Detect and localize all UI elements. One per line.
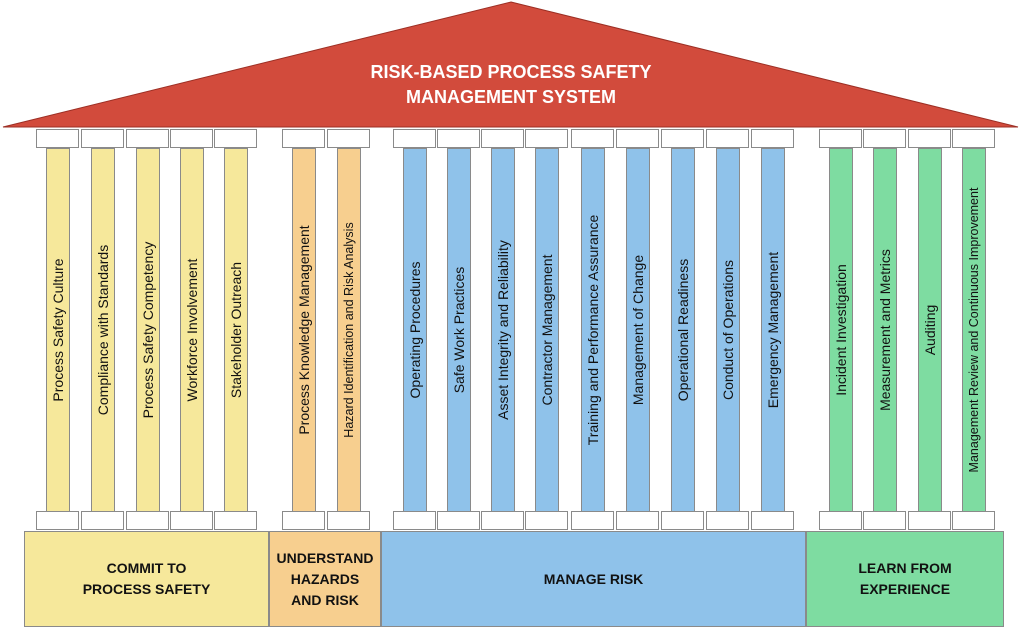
pillar-capital — [952, 129, 995, 148]
pillar-capital — [282, 129, 325, 148]
pillar-label: Auditing — [921, 304, 938, 356]
pillar-label: Management of Change — [629, 254, 646, 406]
pillar-manage-2: Safe Work Practices — [446, 148, 471, 512]
pillar-capital — [525, 129, 568, 148]
pillar-plinth — [170, 511, 213, 530]
pillar-plinth — [437, 511, 480, 530]
pillar-label: Training and Performance Assurance — [584, 214, 601, 446]
pillar-manage-6: Management of Change — [625, 148, 650, 512]
pillar-capital — [751, 129, 794, 148]
pillar-commit-3: Process Safety Competency — [135, 148, 160, 512]
pillar-capital — [481, 129, 524, 148]
pillar-capital — [616, 129, 659, 148]
pillar-plinth — [36, 511, 79, 530]
pillar-learn-2: Measurement and Metrics — [872, 148, 897, 512]
pillar-capital — [661, 129, 704, 148]
pillar-label: Hazard Identification and Risk Analysis — [341, 222, 356, 438]
roof — [2, 1, 1019, 128]
pillar-commit-1: Process Safety Culture — [45, 148, 70, 512]
pillar-label: Asset Integrity and Reliability — [494, 240, 511, 420]
pillar-label: Process Knowledge Management — [295, 225, 312, 435]
pillar-plinth — [571, 511, 614, 530]
pillar-capital — [126, 129, 169, 148]
pillar-label: Measurement and Metrics — [876, 249, 893, 411]
pillar-capital — [706, 129, 749, 148]
pillar-capital — [863, 129, 906, 148]
pillar-manage-4: Contractor Management — [534, 148, 559, 512]
pillar-plinth — [661, 511, 704, 530]
system-title-line-2: MANAGEMENT SYSTEM — [405, 87, 616, 107]
pillar-manage-9: Emergency Management — [760, 148, 785, 512]
pillar-capital — [571, 129, 614, 148]
pillar-manage-1: Operating Procedures — [402, 148, 427, 512]
pillar-manage-7: Operational Readiness — [670, 148, 695, 512]
pillar-plinth — [81, 511, 124, 530]
pillar-label: Operational Readiness — [674, 258, 691, 402]
pillar-plinth — [525, 511, 568, 530]
pillar-label: Compliance with Standards — [94, 244, 111, 416]
pillar-label: Operating Procedures — [406, 261, 423, 399]
pillar-label: Process Safety Competency — [139, 241, 156, 419]
pillar-label: Contractor Management — [538, 254, 555, 406]
pillar-learn-4: Management Review and Continuous Improve… — [961, 148, 986, 512]
pillar-label: Conduct of Operations — [719, 259, 736, 401]
system-title-line-1: RISK-BASED PROCESS SAFETY — [370, 62, 652, 82]
pillar-label: Incident Investigation — [832, 264, 849, 396]
system-title: RISK-BASED PROCESS SAFETY MANAGEMENT SYS… — [311, 60, 711, 110]
pillar-learn-1: Incident Investigation — [828, 148, 853, 512]
pillar-plinth — [393, 511, 436, 530]
pillar-plinth — [616, 511, 659, 530]
pillar-label: Safe Work Practices — [450, 266, 467, 394]
foundation-manage: MANAGE RISK — [381, 531, 806, 627]
pillar-manage-3: Asset Integrity and Reliability — [490, 148, 515, 512]
pillar-learn-3: Auditing — [917, 148, 942, 512]
pillar-plinth — [214, 511, 257, 530]
pillar-plinth — [863, 511, 906, 530]
pillar-plinth — [327, 511, 370, 530]
pillar-capital — [908, 129, 951, 148]
pillar-plinth — [908, 511, 951, 530]
pillar-plinth — [282, 511, 325, 530]
pillar-capital — [214, 129, 257, 148]
pillar-commit-4: Workforce Involvement — [179, 148, 204, 512]
pillar-label: Management Review and Continuous Improve… — [966, 187, 981, 473]
pillar-commit-2: Compliance with Standards — [90, 148, 115, 512]
pillar-capital — [36, 129, 79, 148]
pillar-understand-1: Process Knowledge Management — [291, 148, 316, 512]
pillar-plinth — [481, 511, 524, 530]
pillar-plinth — [819, 511, 862, 530]
pillar-capital — [819, 129, 862, 148]
pillar-understand-2: Hazard Identification and Risk Analysis — [336, 148, 361, 512]
pillar-capital — [327, 129, 370, 148]
pillar-label: Process Safety Culture — [49, 258, 66, 402]
pillar-label: Stakeholder Outreach — [227, 261, 244, 399]
pillar-capital — [170, 129, 213, 148]
pillar-capital — [81, 129, 124, 148]
pillar-manage-5: Training and Performance Assurance — [580, 148, 605, 512]
pillar-capital — [437, 129, 480, 148]
pillar-commit-5: Stakeholder Outreach — [223, 148, 248, 512]
pillar-label: Workforce Involvement — [183, 258, 200, 402]
pillar-plinth — [952, 511, 995, 530]
pillar-manage-8: Conduct of Operations — [715, 148, 740, 512]
pillar-label: Emergency Management — [764, 251, 781, 409]
pillar-plinth — [751, 511, 794, 530]
pillar-plinth — [706, 511, 749, 530]
foundation-label: MANAGE RISK — [543, 570, 644, 587]
pillar-plinth — [126, 511, 169, 530]
pillar-capital — [393, 129, 436, 148]
